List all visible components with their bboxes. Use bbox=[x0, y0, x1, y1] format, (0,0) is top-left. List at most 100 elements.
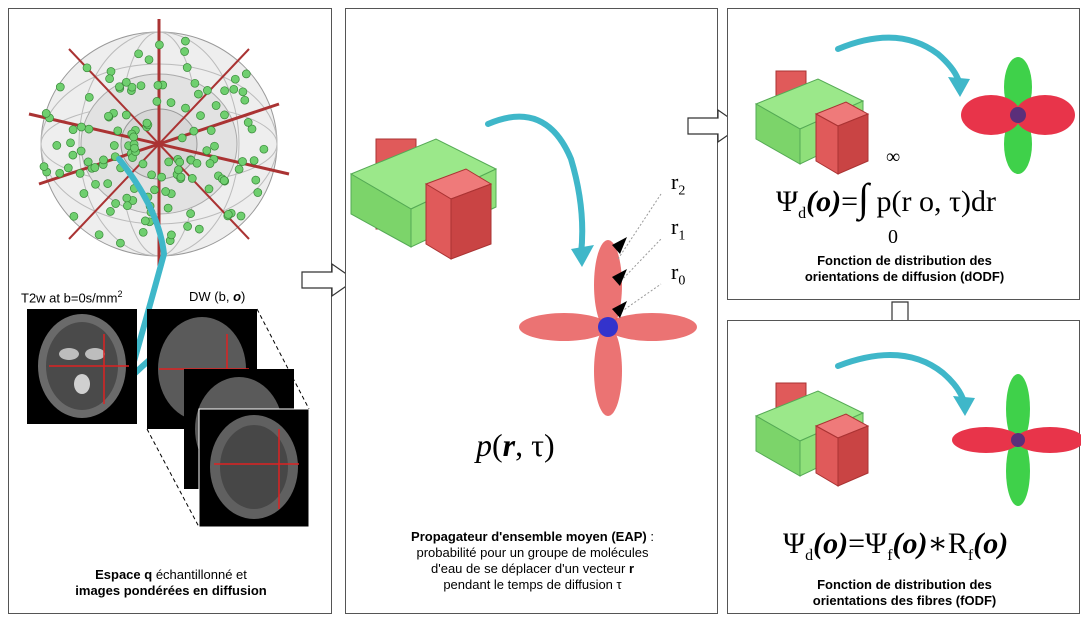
panel2-caption: Propagateur d'ensemble moyen (EAP) : pro… bbox=[346, 529, 719, 593]
crossing-fibers-bundle-fodf bbox=[754, 382, 870, 487]
crossing-fibers-bundle bbox=[349, 138, 498, 260]
panel1-caption: Espace q échantillonné et images pondéré… bbox=[9, 567, 333, 599]
sample-point bbox=[113, 126, 123, 136]
caption-eap-line2: probabilité pour un groupe de molécules bbox=[416, 545, 649, 560]
sample-point bbox=[259, 144, 269, 154]
sample-point bbox=[140, 216, 150, 226]
sample-point bbox=[238, 87, 248, 97]
dw-label-o: o bbox=[233, 289, 242, 304]
eap-illustration bbox=[349, 113, 697, 416]
fodf-glyph bbox=[952, 374, 1081, 506]
sample-point bbox=[106, 207, 115, 216]
sample-point bbox=[99, 155, 108, 165]
caption-fodf-line2: orientations des fibres (fODF) bbox=[812, 593, 997, 608]
dodf-psi: Ψ bbox=[776, 185, 799, 218]
sample-point bbox=[75, 169, 85, 178]
r2-label: r2 bbox=[671, 169, 685, 199]
sample-point bbox=[127, 82, 137, 92]
fodf-illustration bbox=[754, 352, 1081, 506]
fodf-sub-f: f bbox=[887, 547, 893, 564]
q-space-to-image-arrow bbox=[116, 156, 168, 382]
fodf-arg3: (o) bbox=[973, 527, 1009, 560]
sample-point bbox=[180, 47, 189, 56]
sample-point bbox=[136, 81, 146, 91]
sample-point bbox=[205, 159, 215, 168]
sample-point bbox=[175, 157, 185, 167]
r0-text: r bbox=[671, 259, 679, 284]
r1-sub: 1 bbox=[678, 228, 686, 244]
sample-point bbox=[130, 143, 139, 153]
sample-point bbox=[150, 185, 159, 195]
dw-label-end: ) bbox=[241, 289, 246, 304]
fodf-sub-d: d bbox=[805, 547, 814, 564]
eap-formula: p(r, τ) bbox=[476, 427, 555, 464]
t2w-label: T2w at b=0s/mm2 bbox=[21, 289, 122, 305]
sample-point bbox=[163, 203, 173, 213]
sample-point bbox=[106, 67, 116, 76]
fodf-psi-d: Ψ bbox=[783, 527, 806, 560]
dodf-glyph bbox=[961, 57, 1075, 174]
sample-point bbox=[196, 111, 205, 120]
eap-r: r bbox=[502, 427, 516, 463]
fodf-sub-Rf: f bbox=[967, 547, 974, 564]
sample-point bbox=[55, 82, 65, 92]
sample-point bbox=[176, 172, 186, 182]
eap-glyph bbox=[519, 193, 697, 416]
panel-q-space: T2w at b=0s/mm2 DW (b, o) Espace q échan… bbox=[8, 8, 332, 614]
dodf-eq: = bbox=[841, 185, 859, 218]
dw-label: DW (b, o) bbox=[189, 289, 245, 304]
t2w-label-text: T2w at b=0s/mm bbox=[21, 290, 118, 306]
sample-point bbox=[90, 163, 100, 172]
sample-point bbox=[109, 141, 119, 150]
sample-point bbox=[103, 179, 113, 188]
sample-point bbox=[219, 176, 229, 185]
caption-fodf-line1: Fonction de distribution des bbox=[817, 577, 992, 592]
sample-point bbox=[240, 95, 250, 105]
sample-point bbox=[55, 168, 65, 178]
sample-point bbox=[192, 158, 202, 168]
sample-point bbox=[115, 82, 124, 92]
panel4-caption: Fonction de distribution des orientation… bbox=[728, 577, 1081, 609]
r0-sub: 0 bbox=[678, 273, 686, 289]
fodf-R: R bbox=[947, 527, 968, 560]
sample-point bbox=[181, 36, 190, 46]
sample-point bbox=[121, 77, 131, 87]
sample-point bbox=[116, 238, 125, 248]
sample-point bbox=[66, 138, 75, 148]
sample-point bbox=[190, 78, 200, 88]
sample-point bbox=[63, 163, 73, 173]
r2-text: r bbox=[671, 169, 679, 194]
fiber-to-eap-arrow bbox=[485, 113, 586, 257]
sample-point bbox=[39, 162, 49, 171]
sample-point bbox=[174, 165, 183, 175]
sample-point bbox=[91, 179, 100, 189]
sample-point bbox=[189, 126, 199, 136]
sample-point bbox=[111, 199, 120, 208]
sample-point bbox=[203, 86, 212, 95]
sample-point bbox=[206, 126, 216, 135]
sample-point bbox=[69, 211, 79, 221]
r1-text: r bbox=[671, 214, 679, 239]
sample-point bbox=[104, 111, 113, 121]
caption-q-space-bold: Espace q bbox=[95, 567, 153, 582]
sample-point bbox=[249, 156, 259, 165]
dodf-sub-d: d bbox=[798, 205, 807, 222]
sample-point bbox=[164, 157, 174, 167]
caption-eap-title: Propagateur d'ensemble moyen (EAP) bbox=[411, 529, 647, 544]
sample-point bbox=[129, 132, 138, 142]
fodf-arg2: (o) bbox=[892, 527, 928, 560]
caption-eap-line3: d'eau de se déplacer d'un vecteur bbox=[431, 561, 629, 576]
sample-point bbox=[220, 110, 229, 120]
sample-point bbox=[142, 118, 152, 128]
sample-point bbox=[230, 74, 240, 84]
sample-point bbox=[138, 159, 148, 169]
sample-point bbox=[220, 86, 229, 96]
sample-point bbox=[138, 227, 148, 237]
q-space-illustration bbox=[27, 19, 310, 528]
q-space-sample-points bbox=[39, 36, 269, 248]
sample-point bbox=[194, 89, 203, 99]
sample-point bbox=[177, 133, 187, 143]
dodf-rhs: p(r o, τ)dr bbox=[876, 185, 997, 218]
sample-point bbox=[234, 164, 244, 174]
caption-dodf-line1: Fonction de distribution des bbox=[817, 253, 992, 268]
